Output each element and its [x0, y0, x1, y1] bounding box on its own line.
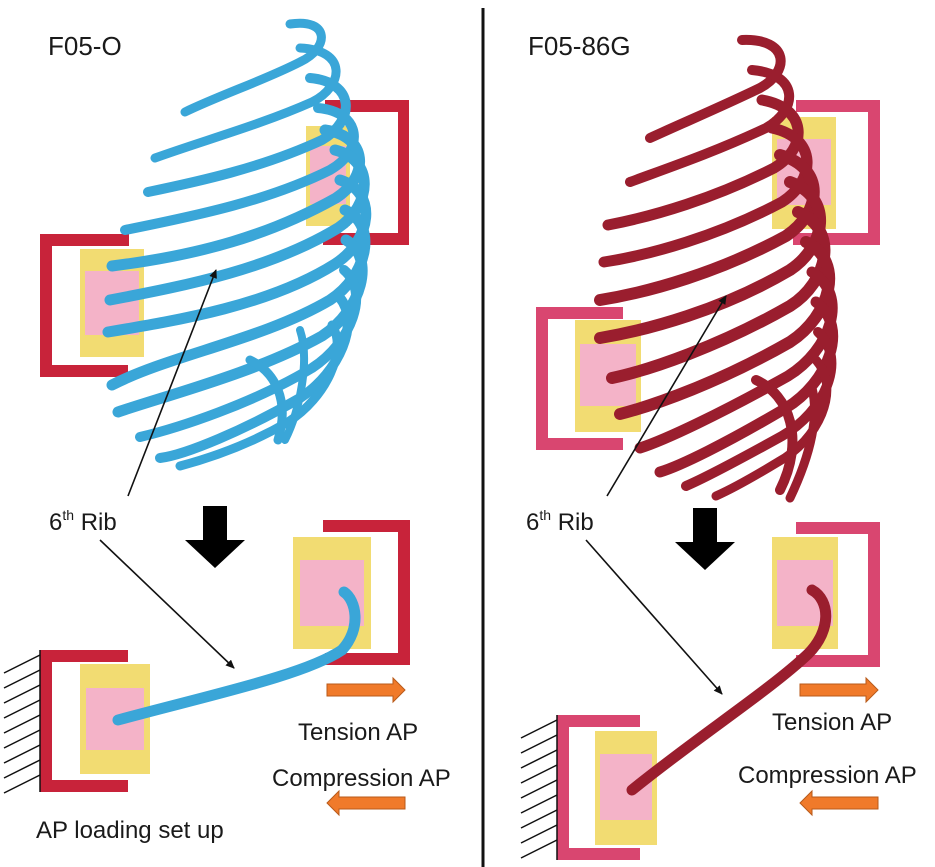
left-rib-pointer-lower: [99, 539, 235, 669]
left-panel: F05-O: [3, 18, 451, 844]
left-isolated-rib: [112, 586, 361, 726]
right-specimen-label: F05-86G: [528, 31, 631, 61]
right-tension-label: Tension AP: [772, 709, 892, 736]
left-mid-clamp: [40, 234, 144, 377]
left-transition-arrow: [185, 506, 245, 568]
left-rib-pointer-upper: [127, 269, 217, 497]
left-ground-hatch: [3, 650, 41, 794]
left-compression-label: Compression AP: [272, 765, 451, 792]
right-rib-pointer-lower: [585, 539, 723, 695]
left-tension-label: Tension AP: [298, 719, 418, 746]
right-tension-arrow: [799, 676, 879, 704]
right-transition-arrow: [675, 508, 735, 570]
left-ribcage: [102, 18, 372, 471]
right-rib-pointer-upper: [606, 295, 727, 497]
right-setup-lower-clamp: [557, 715, 657, 860]
right-rib-label: 6th Rib: [526, 507, 594, 536]
left-rib-label: 6th Rib: [49, 507, 117, 536]
right-compression-arrow: [799, 789, 879, 817]
left-setup-label: AP loading set up: [36, 817, 224, 844]
left-compression-arrow: [326, 789, 406, 817]
right-setup-upper-clamp: [772, 522, 880, 667]
right-isolated-rib: [626, 584, 832, 796]
left-tension-arrow: [326, 676, 406, 704]
right-ground-hatch: [520, 715, 558, 860]
left-specimen-label: F05-O: [48, 31, 122, 61]
right-panel: F05-86G: [520, 31, 917, 860]
right-compression-label: Compression AP: [738, 762, 917, 789]
right-upper-clamp: [772, 100, 880, 245]
right-ribcage: [594, 34, 839, 503]
